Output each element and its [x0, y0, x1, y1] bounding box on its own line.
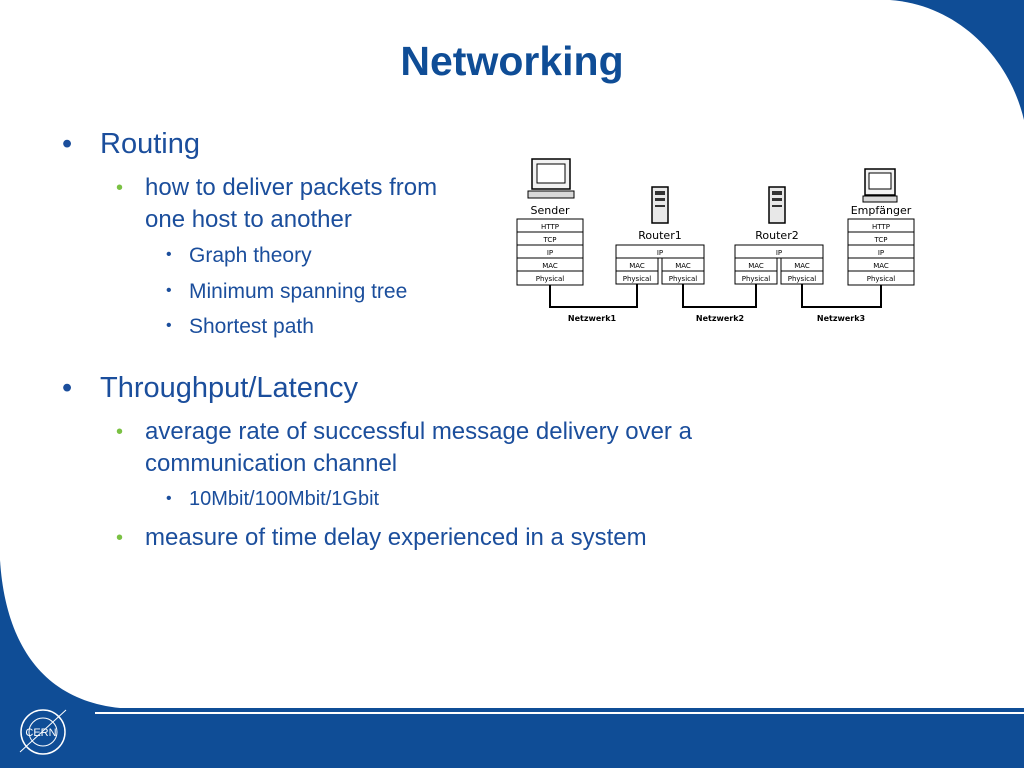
router1-mac-left: MAC: [629, 262, 645, 270]
sender-stack: HTTP TCP IP MAC Physical: [516, 218, 584, 286]
receiver-label: Empfänger: [851, 204, 912, 217]
computer-icon: [862, 168, 898, 203]
router1-stack: IP MAC MAC Physical Physical: [615, 244, 705, 285]
receiver-stack: HTTP TCP IP MAC Physical: [847, 218, 915, 286]
sub-bullet-throughput-line1: average rate of successful message deliv…: [145, 418, 692, 445]
bullet-routing-label: Routing: [100, 128, 200, 160]
sub-bullet-routing-line1: how to deliver packets from: [145, 174, 438, 201]
router1-ip: IP: [657, 249, 663, 257]
layer-physical: Physical: [536, 275, 565, 283]
layer-physical: Physical: [867, 275, 896, 283]
bullet-dot: •: [166, 246, 172, 263]
item-graph-theory-label: Graph theory: [189, 244, 312, 267]
network2-label: Netzwerk2: [696, 314, 744, 323]
bullet-dot: •: [116, 421, 124, 443]
item-bandwidth-label: 10Mbit/100Mbit/1Gbit: [189, 488, 380, 510]
item-minimum-spanning-tree-label: Minimum spanning tree: [189, 280, 408, 303]
router2-ip: IP: [776, 249, 782, 257]
router2-mac-left: MAC: [748, 262, 764, 270]
server-tower-icon: [651, 186, 669, 224]
item-shortest-path-label: Shortest path: [189, 315, 314, 338]
layer-mac: MAC: [542, 262, 558, 270]
bullet-dot: •: [166, 282, 172, 299]
router2-physical-right: Physical: [788, 275, 817, 283]
bullet-dot: •: [116, 177, 124, 199]
router1-physical-left: Physical: [623, 275, 652, 283]
bullet-dot: •: [166, 490, 172, 507]
layer-http: HTTP: [541, 223, 559, 231]
layer-http: HTTP: [872, 223, 890, 231]
bullet-throughput-label: Throughput/Latency: [100, 372, 358, 404]
bullet-dot: •: [62, 372, 73, 404]
router1-physical-right: Physical: [669, 275, 698, 283]
sender-label: Sender: [531, 204, 570, 217]
router2-stack: IP MAC MAC Physical Physical: [734, 244, 824, 285]
sub-bullet-throughput-line2: communication channel: [145, 450, 398, 477]
network-links: [549, 284, 882, 308]
layer-ip: IP: [547, 249, 553, 257]
router2-physical-left: Physical: [742, 275, 771, 283]
layer-tcp: TCP: [543, 236, 557, 244]
sub-bullet-latency-label: measure of time delay experienced in a s…: [145, 524, 647, 551]
router2-label: Router2: [755, 229, 798, 242]
server-tower-icon: [768, 186, 786, 224]
cern-logo-text: CERN: [25, 727, 56, 739]
router2-mac-right: MAC: [794, 262, 810, 270]
layer-mac: MAC: [873, 262, 889, 270]
layer-tcp: TCP: [874, 236, 888, 244]
network3-label: Netzwerk3: [817, 314, 865, 323]
router1-label: Router1: [638, 229, 681, 242]
sub-bullet-routing-line2: one host to another: [145, 206, 352, 233]
bullet-dot: •: [166, 317, 172, 334]
bullet-dot: •: [116, 527, 124, 549]
network-diagram: Sender HTTP TCP IP MAC Physical Router1 …: [516, 158, 915, 323]
bullet-dot: •: [62, 128, 73, 160]
footer-divider: [95, 712, 1024, 714]
computer-icon: [527, 158, 575, 199]
router1-mac-right: MAC: [675, 262, 691, 270]
network1-label: Netzwerk1: [568, 314, 617, 323]
slide-title: Networking: [400, 38, 624, 84]
layer-ip: IP: [878, 249, 884, 257]
cern-logo-icon: CERN: [19, 709, 67, 755]
